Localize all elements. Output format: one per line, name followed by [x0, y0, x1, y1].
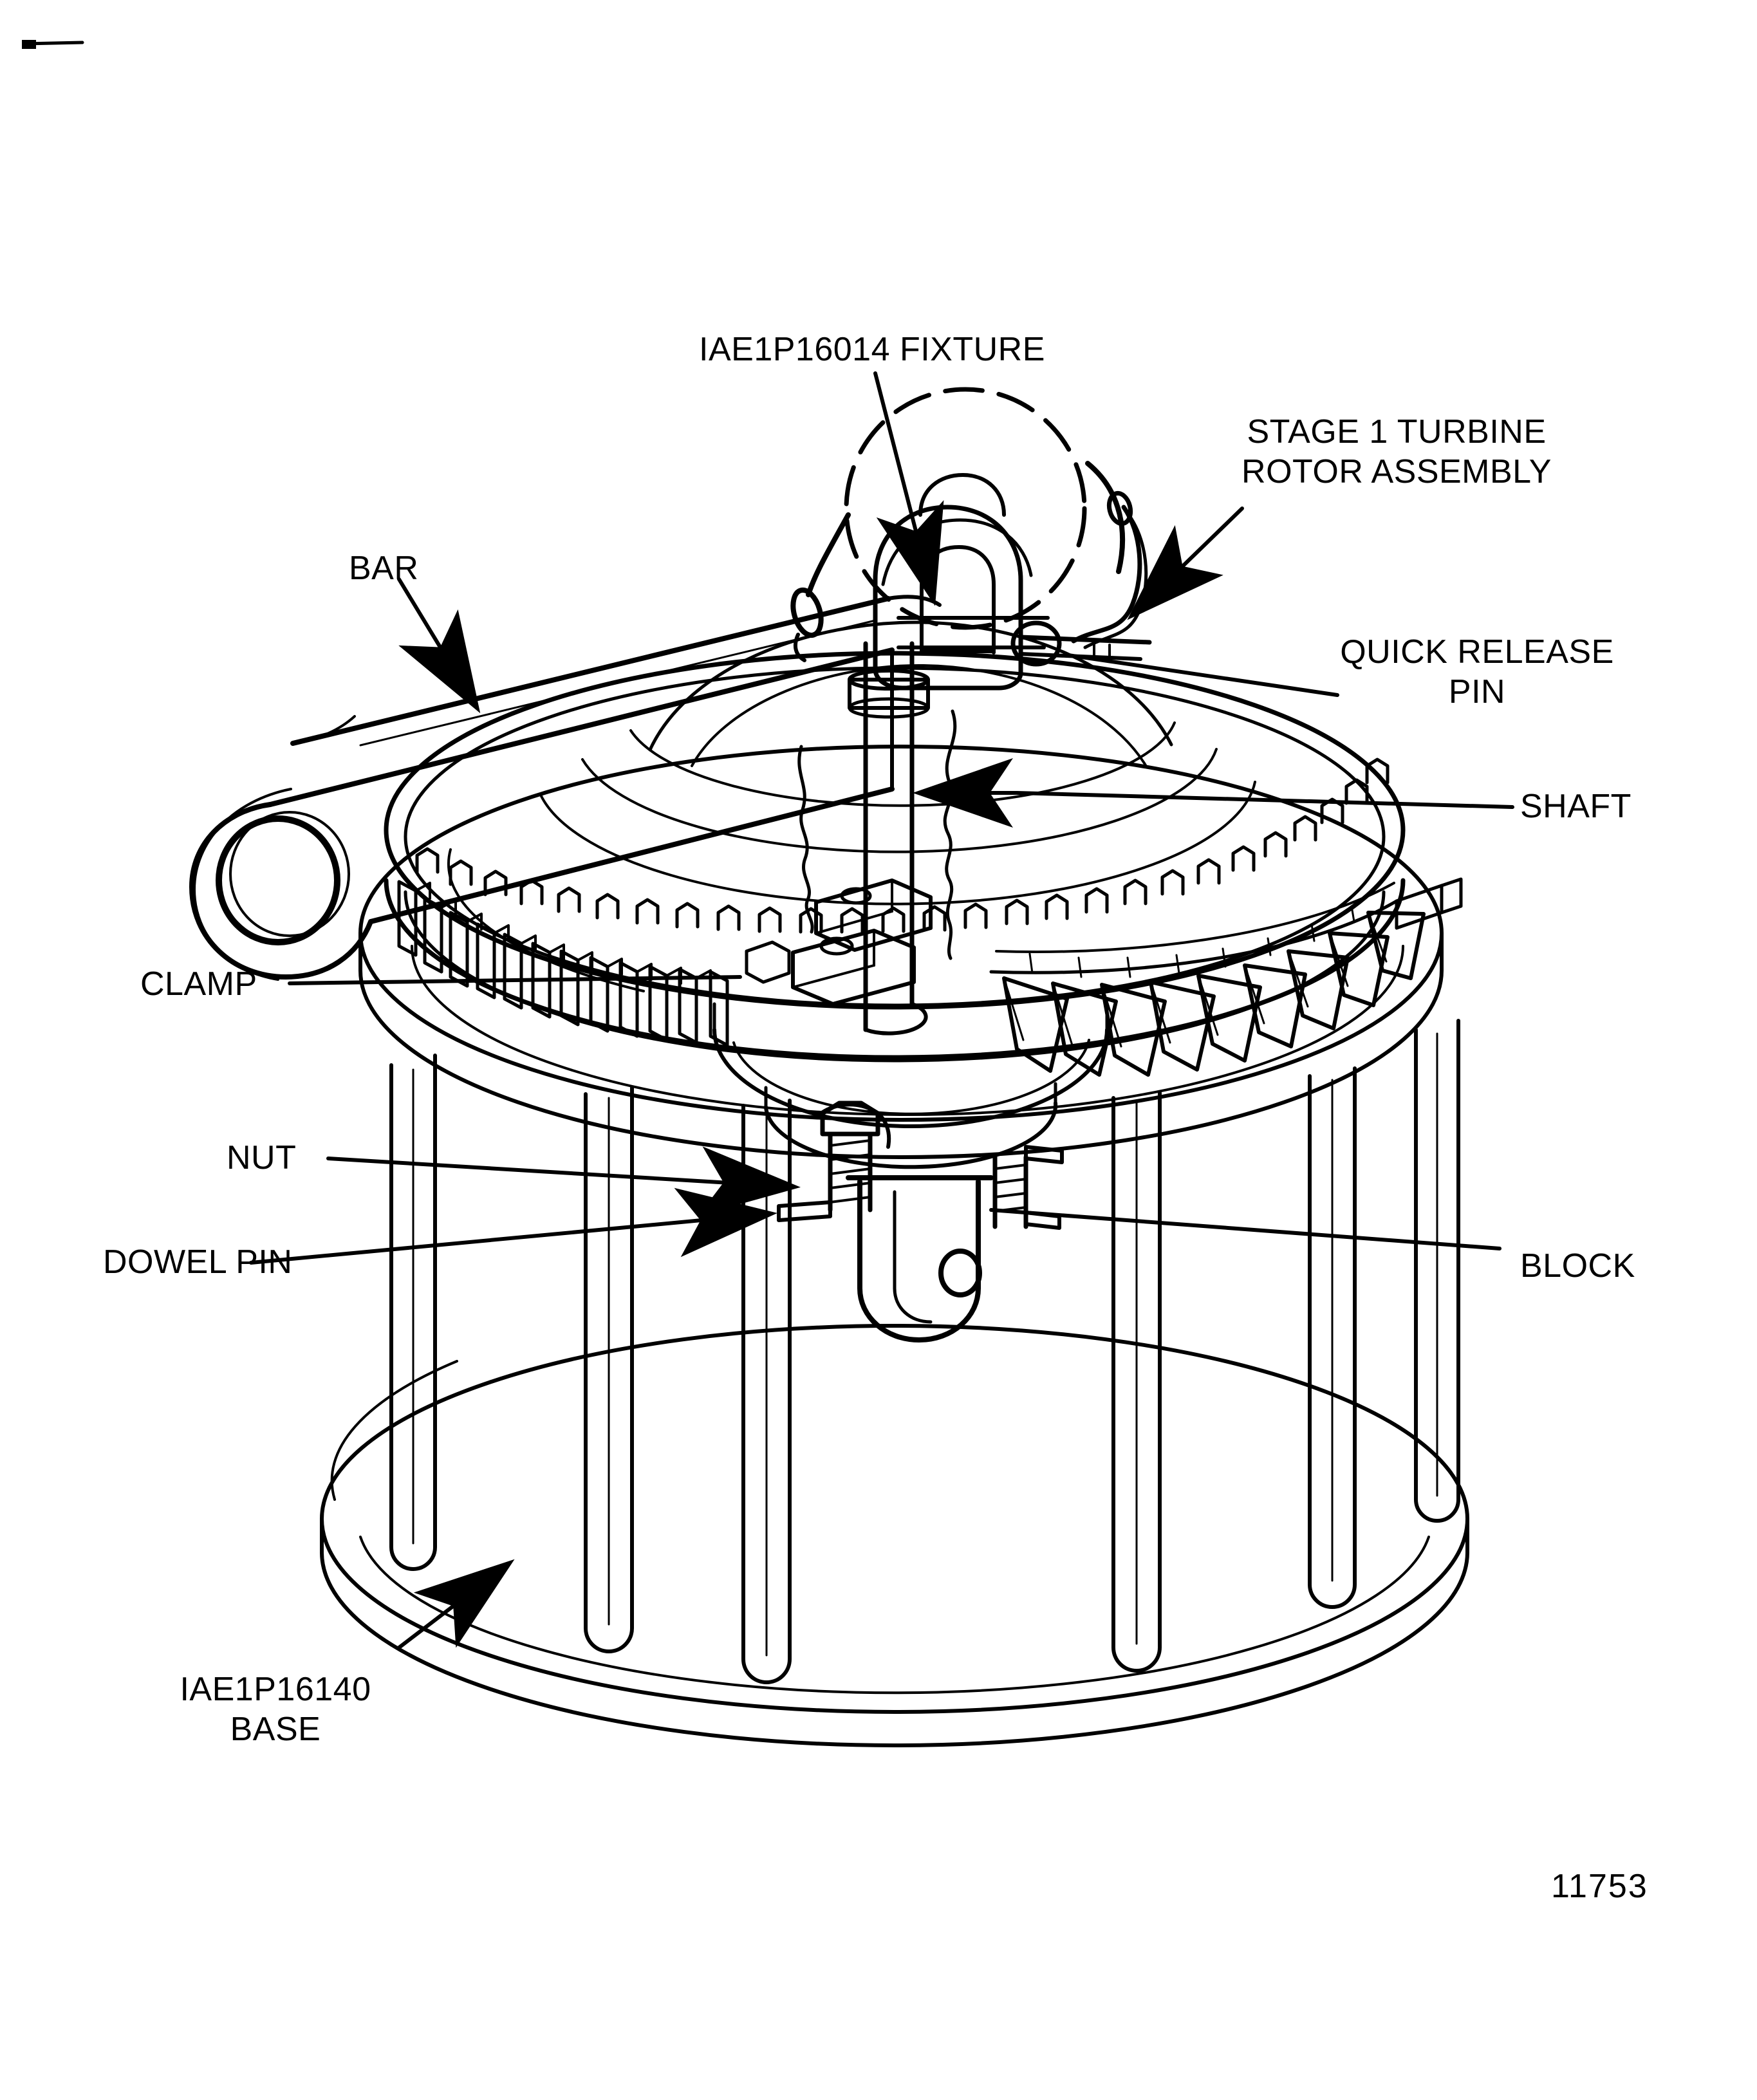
- callout-bar: BAR: [349, 550, 419, 587]
- leader-shaft-h: [1015, 791, 1514, 809]
- turbine-blades: [989, 877, 1463, 1077]
- rotor-hub: [712, 1002, 1109, 1169]
- callout-block: BLOCK: [1520, 1247, 1635, 1285]
- callout-rotor-line1: STAGE 1 TURBINE: [1247, 413, 1547, 451]
- leader-lines: [249, 371, 1514, 1649]
- callout-base-line1: IAE1P16140: [180, 1671, 371, 1708]
- blade-roots-left: [397, 880, 729, 1047]
- leader-fixture: [873, 371, 944, 606]
- center-shaft: [848, 641, 930, 1036]
- callout-fixture: IAE1P16014 FIXTURE: [699, 331, 1045, 368]
- clamp-blocks: [745, 878, 933, 1006]
- callout-rotor-assembly: STAGE 1 TURBINE ROTOR ASSEMBLY: [1216, 412, 1577, 492]
- callout-quick-release-pin: QUICK RELEASE PIN: [1326, 632, 1628, 712]
- leader-quick-release: [1066, 653, 1339, 697]
- callout-base: IAE1P16140 BASE: [147, 1669, 404, 1749]
- block-nut-dowel: [777, 1101, 1064, 1343]
- quick-release-pin: [1010, 490, 1152, 667]
- callout-nut: NUT: [227, 1139, 297, 1176]
- leader-dowel: [249, 1187, 777, 1265]
- callout-qrp-line2: PIN: [1448, 673, 1506, 711]
- leader-bar: [397, 577, 481, 714]
- scan-artifact-icon: [22, 40, 84, 49]
- callout-qrp-line1: QUICK RELEASE: [1340, 633, 1614, 671]
- leader-nut: [326, 1146, 801, 1216]
- leader-block: [989, 1208, 1501, 1250]
- base-plate: [320, 1324, 1469, 1747]
- blade-root-slots: [415, 757, 1390, 934]
- leader-base: [397, 1559, 515, 1649]
- figure-number: 11753: [1551, 1868, 1648, 1905]
- callout-shaft: SHAFT: [1520, 788, 1632, 825]
- callout-rotor-line2: ROTOR ASSEMBLY: [1241, 453, 1552, 490]
- leader-clamp: [288, 975, 742, 985]
- right-stud: [992, 1145, 1064, 1230]
- callout-base-line2: BASE: [230, 1711, 321, 1748]
- sling-assembly: [790, 387, 1126, 662]
- callout-clamp: CLAMP: [140, 965, 257, 1003]
- leader-rotor: [1127, 506, 1244, 620]
- bar-lever: [189, 595, 942, 981]
- callout-dowel-pin: DOWEL PIN: [103, 1243, 293, 1281]
